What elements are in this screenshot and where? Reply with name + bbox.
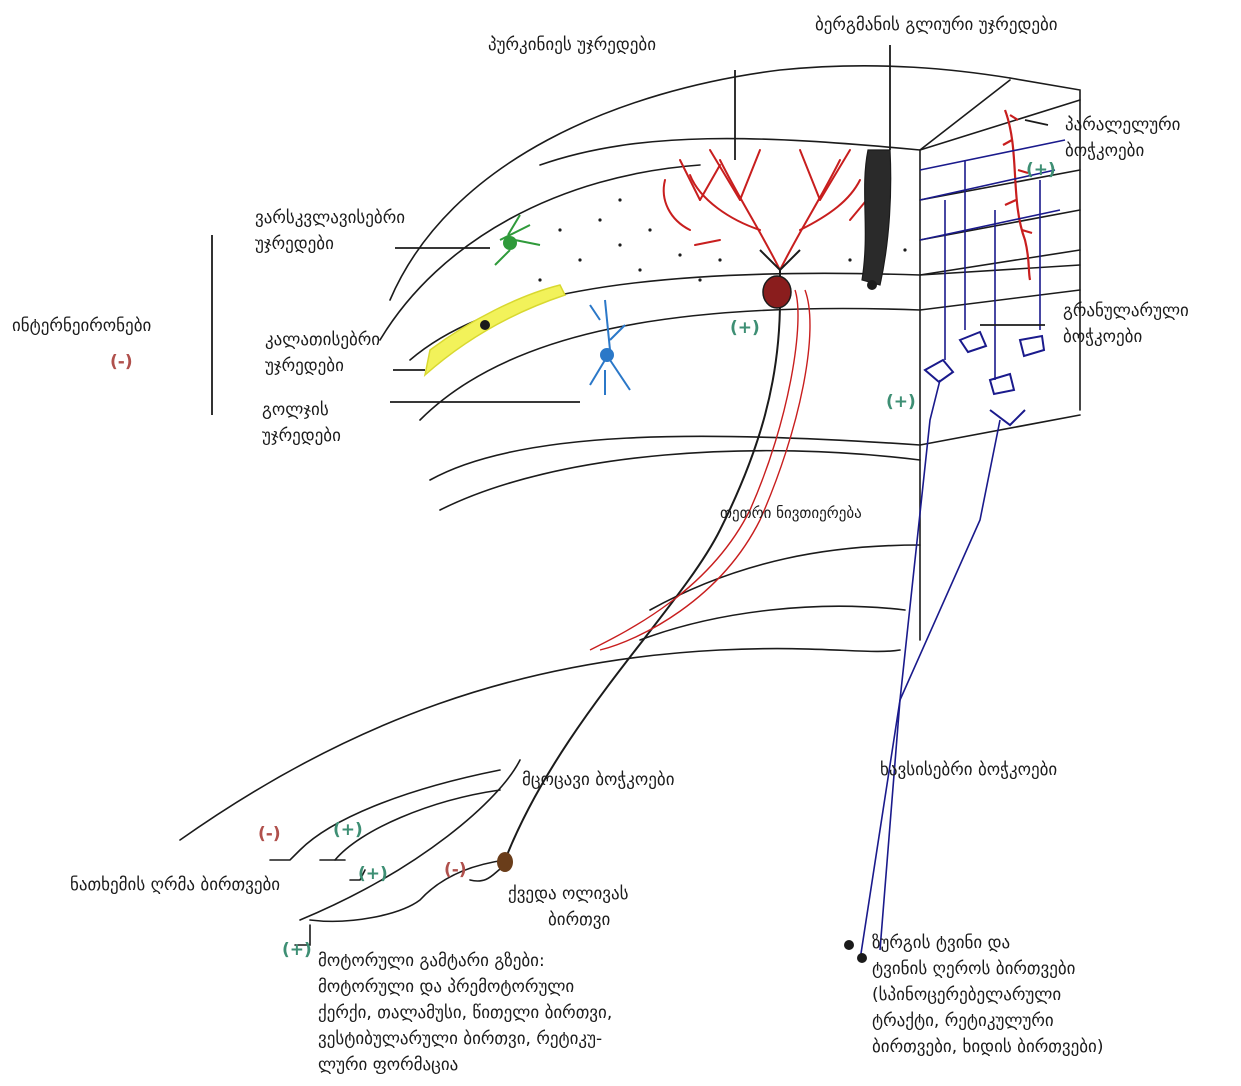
- efferent-lines: [270, 770, 505, 945]
- sign-interneurons: (-): [110, 352, 133, 372]
- top-face-corner-line: [920, 80, 1010, 150]
- label-stellate: ვარსკვლავისებრი უჯრედები: [255, 205, 405, 257]
- sign-deep-c: (+): [358, 864, 388, 884]
- inferior-olive-dot: [497, 852, 513, 872]
- granular-fibers: [860, 140, 1065, 960]
- spinal-dot-a: [844, 940, 854, 950]
- white-matter-side: [920, 415, 1080, 445]
- parallel-red-fiber: [1003, 110, 1032, 280]
- lower-contour-2: [300, 760, 520, 920]
- label-bergmann: ბერგმანის გლიური უჯრედები: [815, 12, 1058, 38]
- basket-cell-drawing: [425, 285, 565, 375]
- label-purkinje: პურკინიეს უჯრედები: [488, 32, 656, 58]
- granule-cells: [925, 332, 1044, 425]
- label-basket: კალათისებრი უჯრედები: [265, 327, 380, 379]
- lower-contour: [180, 649, 900, 840]
- granular-layer-side: [920, 290, 1080, 310]
- label-parallel-fibers: პარალელური ბოჭკოები: [1065, 112, 1180, 164]
- label-mossy-fibers: ხავსისებრი ბოჭკოები: [880, 757, 1057, 783]
- label-deep-nuclei: ნათხემის ღრმა ბირთვები: [70, 872, 280, 898]
- bergmann-glia: [862, 150, 891, 290]
- purkinje-soma: [763, 276, 791, 308]
- golgi-cell-drawing: [590, 300, 630, 395]
- molecular-outer-arc: [380, 165, 700, 340]
- label-inferior-olive: ქვედა ოლივას ბირთვი: [508, 881, 629, 933]
- sign-deep-a: (-): [258, 824, 281, 844]
- label-golgi: გოლჯის უჯრედები: [262, 397, 341, 449]
- leader-parallel: [1025, 120, 1048, 125]
- purkinje-dendrites: [664, 150, 875, 270]
- sign-deep-b: (+): [333, 820, 363, 840]
- label-white-matter: თეთრი ნივთიერება: [720, 500, 862, 526]
- label-spinal-cord: ზურგის ტვინი და ტვინის ღეროს ბირთვები (ს…: [872, 930, 1103, 1060]
- spinal-dot-b: [857, 953, 867, 963]
- white-matter-arc: [430, 436, 920, 480]
- outer-surface-line: [390, 66, 1010, 300]
- sign-motor: (+): [282, 940, 312, 960]
- top-face-front-line: [540, 139, 920, 165]
- label-interneurons: ინტერნეირონები: [12, 313, 151, 339]
- purkinje-layer-side: [920, 250, 1080, 275]
- sign-granular: (+): [886, 392, 916, 412]
- label-motor-paths: მოტორული გამტარი გზები: მოტორული და პრემ…: [318, 948, 612, 1078]
- side-layer-a: [920, 265, 1080, 275]
- sign-olive: (-): [444, 860, 467, 880]
- sign-climbing-purkinje: (+): [730, 318, 760, 338]
- sign-parallel: (+): [1026, 160, 1056, 180]
- label-granular-fibers: გრანულარული ბოჭკოები: [1063, 298, 1189, 350]
- label-climbing-fibers: მცოცავი ბოჭკოები: [522, 767, 675, 793]
- side-layer-b: [920, 170, 1080, 200]
